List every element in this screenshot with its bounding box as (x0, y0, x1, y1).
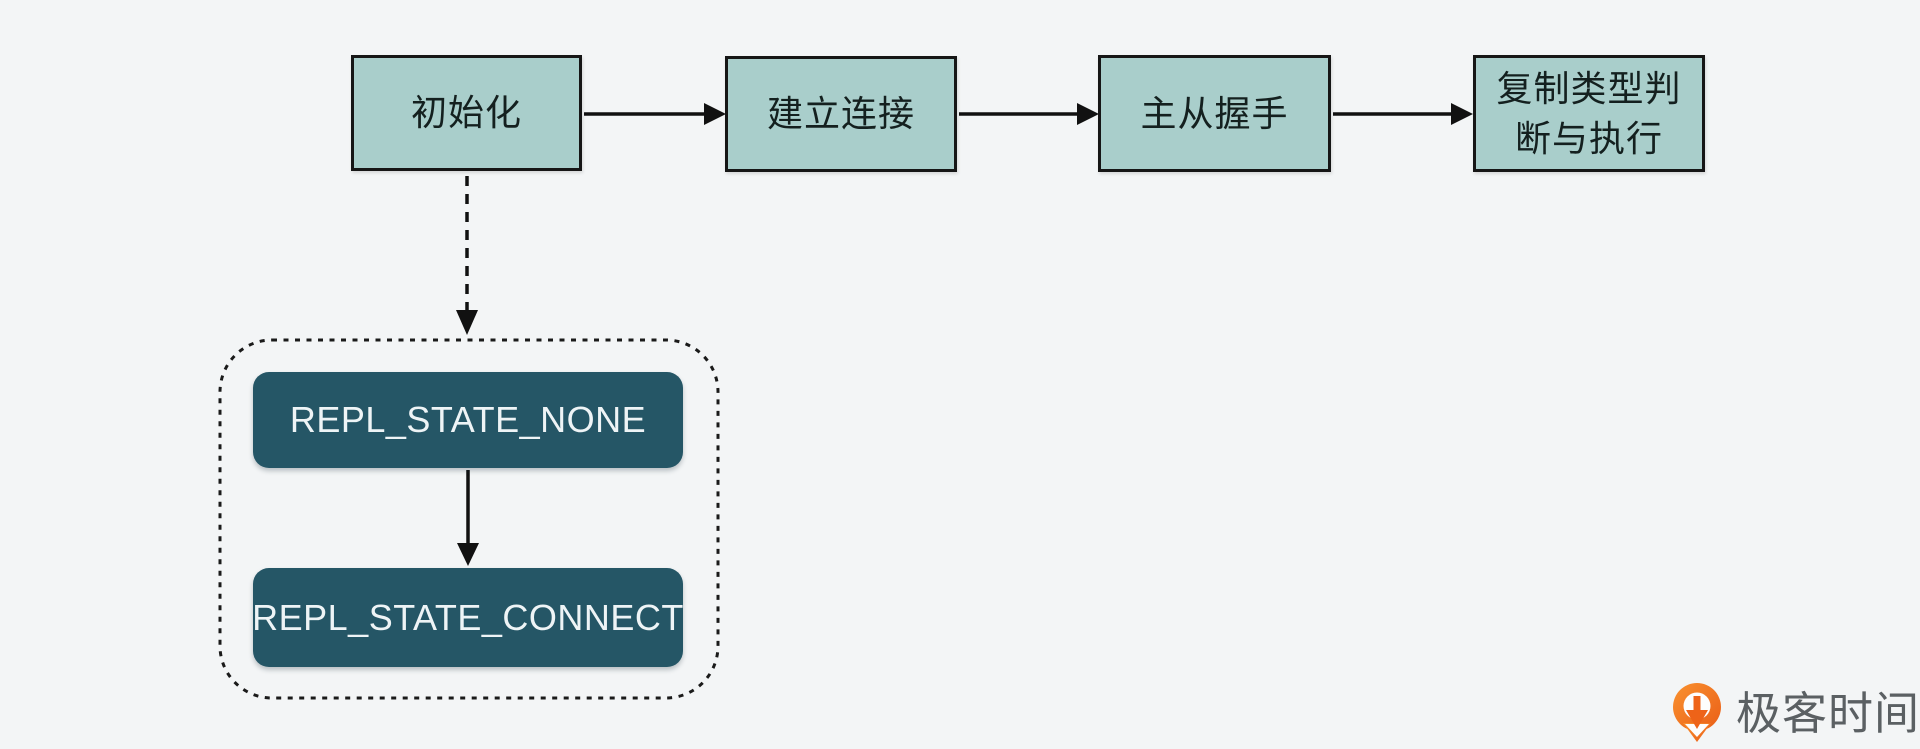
flow-node-handshake: 主从握手 (1098, 55, 1331, 172)
flow-node-repltype: 复制类型判断与执行 (1473, 55, 1705, 172)
flow-node-init: 初始化 (351, 55, 582, 171)
arrow-connect-to-handshake (959, 103, 1099, 125)
geektime-logo-text: 极客时间 (1736, 687, 1920, 739)
arrow-init-to-connect (584, 103, 726, 125)
geektime-watermark: 极客时间 (1669, 681, 1920, 743)
flow-node-label: 复制类型判断与执行 (1496, 67, 1682, 159)
state-node-label: REPL_STATE_NONE (289, 399, 647, 440)
state-group-outline (218, 338, 720, 700)
flow-node-label: 主从握手 (1140, 92, 1289, 134)
flow-node-connect: 建立连接 (725, 56, 957, 172)
state-node-repl-state-none: REPL_STATE_NONE (253, 372, 683, 468)
geektime-q-arrow-icon (1673, 683, 1721, 742)
state-node-repl-state-connect: REPL_STATE_CONNECT (252, 568, 684, 667)
flow-node-label: 初始化 (410, 92, 522, 134)
state-node-label: REPL_STATE_CONNECT (252, 596, 684, 638)
arrow-handshake-to-repltype (1333, 103, 1473, 125)
dashed-arrow-init-to-state-group (456, 176, 478, 335)
flow-node-label: 建立连接 (766, 93, 915, 135)
state-group: REPL_STATE_NONE REPL_STATE_CONNECT (218, 338, 720, 700)
